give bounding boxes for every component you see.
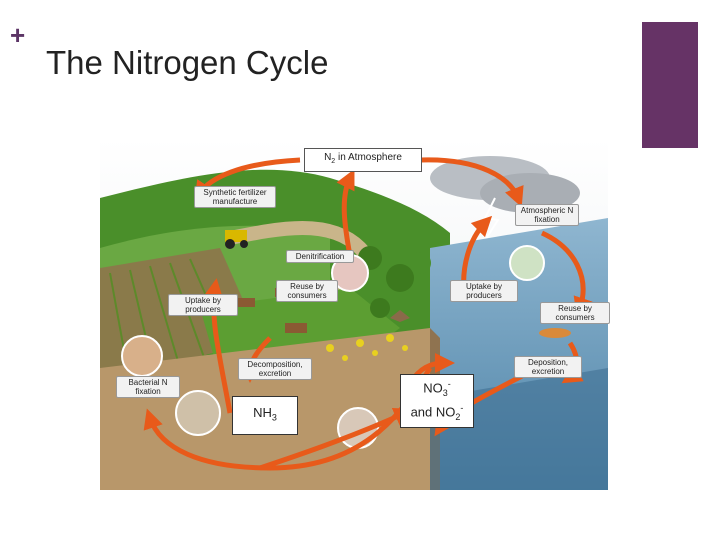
- n2-atmosphere-label: N2 in Atmosphere: [304, 148, 422, 172]
- label-decomposition: Decomposition, excretion: [238, 358, 312, 380]
- label-denitrification: Denitrification: [286, 250, 354, 263]
- n2-label-text: N: [324, 152, 332, 163]
- nh3-box: NH3: [232, 396, 298, 435]
- no2-text: and NO: [410, 404, 456, 420]
- no2-line: and NO2-: [401, 401, 473, 425]
- trees: [358, 246, 431, 318]
- slide-bullet-plus: +: [10, 20, 26, 50]
- label-reuse-consumers-land: Reuse by consumers: [276, 280, 338, 302]
- no3-text: NO: [423, 380, 443, 396]
- label-uptake-producers-right: Uptake by producers: [450, 280, 518, 302]
- hawk: [390, 310, 410, 322]
- nh3-sub: 3: [271, 412, 277, 423]
- fish: [539, 328, 571, 338]
- label-uptake-producers-left: Uptake by producers: [168, 294, 238, 316]
- label-reuse-consumers-water: Reuse by consumers: [540, 302, 610, 324]
- label-atmospheric-fixation: Atmospheric N fixation: [515, 204, 579, 226]
- flowers: [326, 334, 408, 361]
- label-deposition: Deposition, excretion: [514, 356, 582, 378]
- n2-label-rest: in Atmosphere: [335, 152, 402, 163]
- no2-sub: 2: [455, 411, 461, 422]
- slide-title: The Nitrogen Cycle: [46, 44, 329, 81]
- no3-line: NO3-: [401, 377, 473, 401]
- nitrogen-cycle-diagram: N2 in Atmosphere Synthetic fertilizer ma…: [100, 138, 610, 490]
- tractor: [225, 230, 247, 242]
- n2-label-sub: 2: [331, 158, 336, 165]
- no3-sup: -: [447, 379, 451, 389]
- nh3-text: NH: [253, 405, 272, 420]
- no3-sub: 3: [442, 387, 448, 398]
- accent-bar: [642, 22, 698, 148]
- no3-no2-box: NO3- and NO2-: [400, 374, 474, 428]
- no2-sup: -: [460, 402, 464, 413]
- label-bacterial-fixation: Bacterial N fixation: [116, 376, 180, 398]
- label-synthetic-fertilizer: Synthetic fertilizer manufacture: [194, 186, 276, 208]
